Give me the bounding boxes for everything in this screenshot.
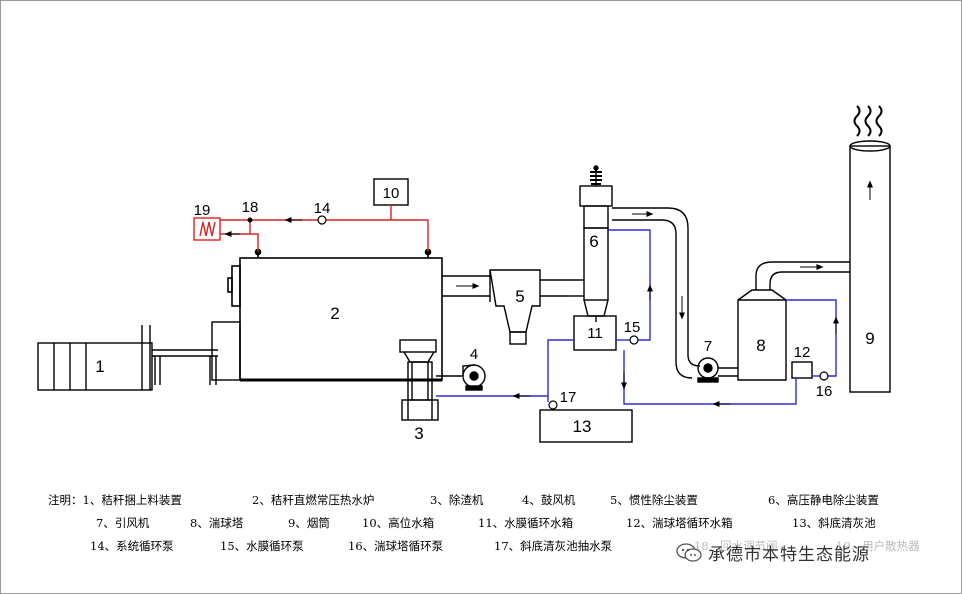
watermark: 承德市本特生态能源 [676,540,946,565]
label-2: 2 [330,304,339,323]
chimney [849,105,891,393]
legend-item: 14、系统循环泵 [90,539,174,553]
water-flow-arrows [512,284,839,407]
legend-item: 8、湍球塔 [190,516,244,530]
water-film-pump [629,335,639,345]
label-1: 1 [95,357,104,376]
flue-boiler-to-separator [442,275,490,297]
legend-item: 6、高压静电除尘装置 [768,493,879,507]
return-regulating-valve [247,217,253,223]
legend-item: 3、除渣机 [430,493,484,507]
legend-item: 17、斜底清灰池抽水泵 [494,539,613,553]
legend-item: 11、水膜循环水箱 [478,516,574,530]
label-14: 14 [314,200,331,217]
legend-item: 2、秸秆直燃常压热水炉 [252,493,375,507]
label-18: 18 [242,199,259,216]
label-17: 17 [560,389,577,406]
legend-item: 5、惯性除尘装置 [610,493,698,507]
legend-item: 注明：1、秸秆捆上料装置 [48,493,182,507]
label-8: 8 [756,336,765,355]
label-4: 4 [470,346,478,363]
wechat-icon [676,543,702,562]
label-7: 7 [704,338,712,355]
label-6: 6 [589,232,598,251]
water-film-tank [573,315,617,351]
watermark-text: 承德市本特生态能源 [708,545,870,565]
circulating-water-piping [436,229,837,405]
label-9: 9 [865,329,874,348]
legend-row-2: 7、引风机 8、湍球塔 9、烟筒 10、高位水箱 11、水膜循环水箱 12、湍球… [0,515,962,535]
legend-row-1: 注明：1、秸秆捆上料装置 2、秸秆直燃常压热水炉 3、除渣机 4、鼓风机 5、惯… [0,492,962,512]
slag-remover [399,339,439,421]
legend-item: 18、回水调节阀 [694,539,778,553]
legend-item: 7、引风机 [96,516,150,530]
ball-tower-water-tank [791,361,813,379]
legend-row-3: 14、系统循环泵 15、水膜循环泵 16、湍球塔循环泵 17、斜底清灰池抽水泵 … [0,538,962,558]
inertial-dust-separator [489,269,580,345]
legend-item: 15、水膜循环泵 [220,539,304,553]
ball-tower-pump [819,371,829,381]
hot-water-arrows [224,217,302,237]
label-3: 3 [414,424,423,443]
label-5: 5 [515,287,524,306]
system-circulation-pump [317,215,327,225]
flue-precipitator-to-fan [612,207,701,379]
legend-item: 9、烟筒 [288,516,330,530]
label-11: 11 [587,325,603,342]
label-12: 12 [794,344,811,361]
label-16: 16 [816,383,833,400]
label-13: 13 [573,417,592,436]
blower [436,364,486,391]
legend-item: 19、用户散热器 [836,539,920,553]
legend-item: 13、斜底清灰池 [792,516,876,530]
legend-item: 16、湍球塔循环泵 [348,539,444,553]
label-10: 10 [383,185,400,202]
label-15: 15 [624,319,641,336]
user-radiator [193,217,221,241]
legend-item: 12、湍球塔循环水箱 [626,516,733,530]
electrostatic-precipitator [568,165,613,322]
inclined-ash-pit [539,409,633,443]
legend-item: 10、高位水箱 [362,516,435,530]
ash-pit-pump [548,400,558,410]
induced-draft-fan [697,357,738,383]
straw-bale-feeder [37,321,241,391]
legend-item: 4、鼓风机 [522,493,576,507]
label-19: 19 [194,202,211,219]
